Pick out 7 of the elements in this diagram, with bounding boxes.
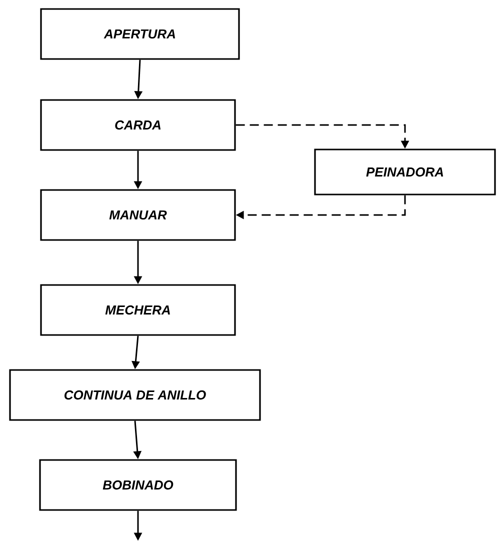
process-box: APERTURA	[40, 8, 240, 60]
process-box: CARDA	[40, 99, 236, 151]
process-box: MECHERA	[40, 284, 236, 336]
process-box: MANUAR	[40, 189, 236, 241]
process-box: BOBINADO	[39, 459, 237, 511]
process-box: PEINADORA	[314, 148, 496, 196]
process-box: CONTINUA DE ANILLO	[9, 369, 261, 421]
